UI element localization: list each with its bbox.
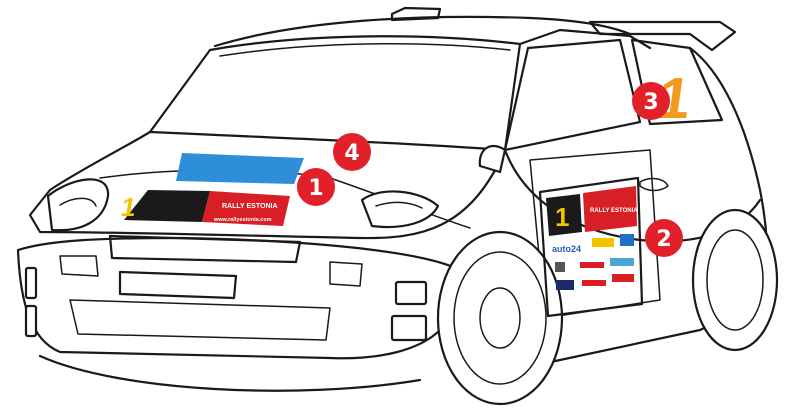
marker-4: 4 <box>333 133 371 171</box>
hood-plate-url: www.rallyestonia.com <box>213 217 272 223</box>
lower-grille <box>70 300 330 340</box>
door-plate-sponsor-logo <box>610 258 634 266</box>
door-plate-sponsor-logo <box>612 274 634 282</box>
marker-3: 3 <box>632 82 670 120</box>
door-plate-sponsor-logo <box>582 280 606 286</box>
door-plate-sponsor-1: auto24 <box>552 244 581 254</box>
marker-4-label: 4 <box>344 141 359 166</box>
marker-2-label: 2 <box>656 227 671 252</box>
marker-3-label: 3 <box>643 90 658 115</box>
door-plate-sponsor-logo <box>592 238 614 247</box>
door-plate-sponsor-logo <box>580 262 604 268</box>
marker-1: 1 <box>297 168 335 206</box>
door-plate-sponsor-logo <box>556 280 574 290</box>
hood-plate-logo: RALLY ESTONIA <box>222 203 278 210</box>
right-headlight <box>362 191 438 227</box>
front-side-window <box>505 40 640 150</box>
upper-grille <box>110 236 300 262</box>
windshield <box>150 36 520 150</box>
door-plate-sponsor-logo <box>555 262 565 272</box>
marker-2: 2 <box>645 219 683 257</box>
hood-plate: 1 RALLY ESTONIA www.rallyestonia.com <box>119 190 290 226</box>
door-plate-logo: RALLY ESTONIA <box>590 208 638 214</box>
rear-wheel <box>693 210 777 350</box>
marker-1-label: 1 <box>308 176 323 201</box>
left-fog-light <box>26 268 36 298</box>
left-headlight <box>48 179 108 230</box>
rear-wing <box>590 22 735 50</box>
door-plate-sponsor-logo <box>620 234 634 246</box>
door-plate-number: 1 <box>555 202 569 232</box>
hood-blue-panel <box>176 153 304 184</box>
door-handle <box>640 179 668 191</box>
license-plate-area <box>120 272 236 298</box>
right-fog-light <box>396 282 426 304</box>
side-mirror <box>480 146 505 172</box>
